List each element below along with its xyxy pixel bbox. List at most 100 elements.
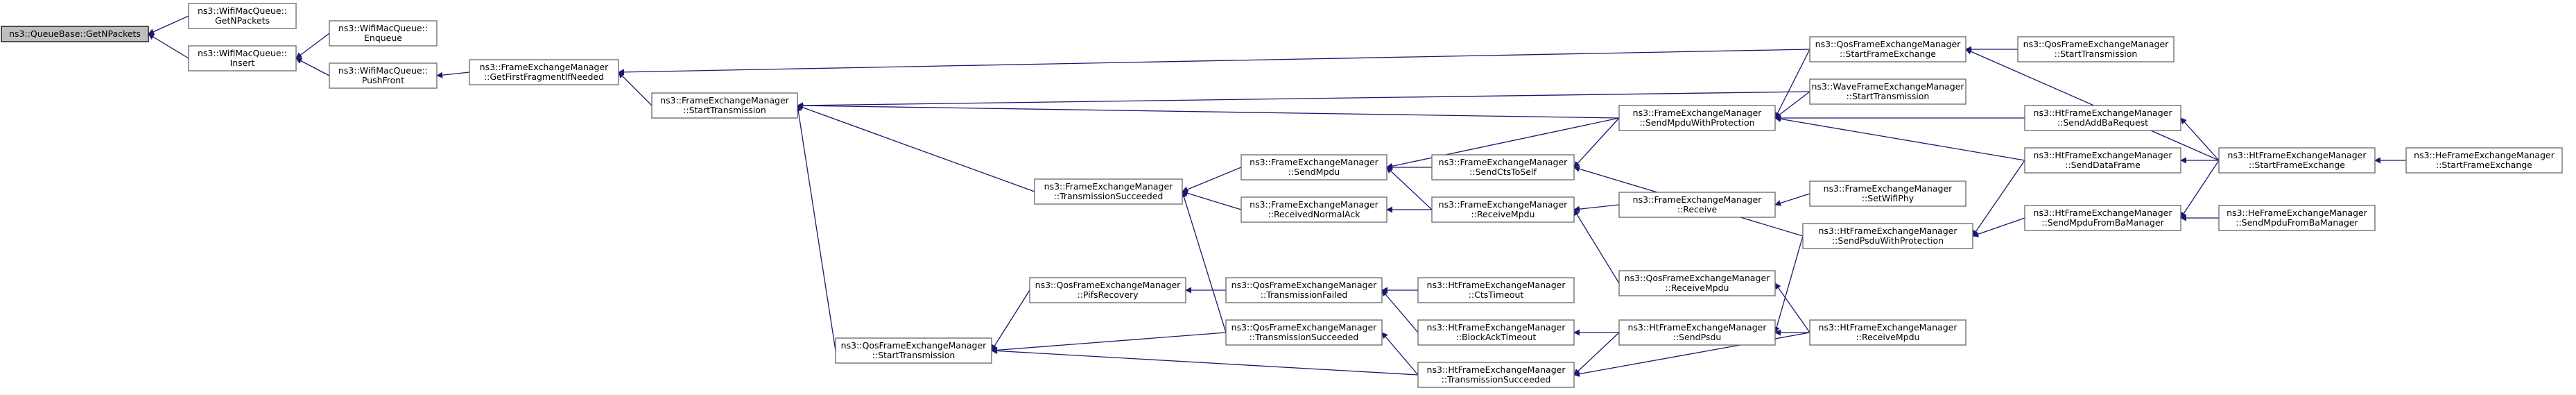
node-box [1034,178,1183,205]
function-node[interactable]: ns3::QosFrameExchangeManager::PifsRecove… [1029,277,1186,303]
node-label-line: ns3::WifiMacQueue:: [198,48,287,58]
function-node[interactable]: ns3::HeFrameExchangeManager::SendMpduFro… [2218,205,2376,231]
function-node[interactable]: ns3::WifiMacQueue::Insert [188,45,297,72]
node-label-line: ns3::QosFrameExchangeManager [1625,273,1770,283]
call-edge-arrow [797,102,1620,119]
function-node[interactable]: ns3::QosFrameExchangeManager::Transmissi… [1225,319,1383,346]
function-node[interactable]: ns3::WifiMacQueue::PushFront [329,62,438,89]
node-box [835,337,992,364]
node-label-line: ns3::QosFrameExchangeManager [1231,322,1377,333]
root-function-node[interactable]: ns3::QueueBase::GetNPackets [1,26,149,42]
node-label-line: ::SendMpduWithProtection [1639,117,1754,128]
function-node[interactable]: ns3::FrameExchangeManager::SendCtsToSelf [1431,154,1575,180]
call-edge-arrow [295,33,330,59]
function-node[interactable]: ns3::FrameExchangeManager::TransmissionS… [1034,178,1183,205]
node-label-line: ::TransmissionSucceeded [1054,191,1164,201]
node-box [1225,319,1383,346]
node-label-line: ns3::HtFrameExchangeManager [2034,108,2173,118]
node-box [2218,205,2376,231]
function-node[interactable]: ns3::FrameExchangeManager::GetFirstFragm… [469,59,619,85]
node-label-line: ::SendMpdu [1288,167,1340,177]
node-label-line: ::TransmissionSucceeded [1442,374,1551,385]
node-label-line: ns3::FrameExchangeManager [660,95,789,106]
node-label-line: Enqueue [364,33,402,43]
node-label-line: ns3::HtFrameExchangeManager [2034,150,2173,160]
node-label-line: ns3::HeFrameExchangeManager [2227,208,2368,218]
node-label-line: ns3::HtFrameExchangeManager [1628,322,1767,333]
edges-layer [148,15,2406,377]
function-node[interactable]: ns3::FrameExchangeManager::SendMpduWithP… [1618,105,1776,131]
node-label-line: ns3::HtFrameExchangeManager [2228,150,2367,160]
function-node[interactable]: ns3::FrameExchangeManager::SendMpdu [1241,154,1388,180]
function-node[interactable]: ns3::QosFrameExchangeManager::ReceiveMpd… [1618,270,1776,296]
node-label-line: ::SetWifiPhy [1862,193,1914,203]
node-box [651,92,798,119]
function-node[interactable]: ns3::HtFrameExchangeManager::BlockAckTim… [1417,319,1575,346]
node-box [1618,319,1776,346]
call-edge-arrow [1182,190,1242,210]
node-label-line: ::StartTransmission [683,105,766,115]
call-edge-arrow [1965,49,2220,161]
function-node[interactable]: ns3::WaveFrameExchangeManager::StartTran… [1809,78,1966,105]
node-label-line: ns3::FrameExchangeManager [1439,199,1568,210]
node-label-line: Insert [230,58,255,68]
call-edge-arrow [1386,117,1620,169]
node-label-line: ns3::HtFrameExchangeManager [1819,322,1958,333]
function-node[interactable]: ns3::HtFrameExchangeManager::CtsTimeout [1417,277,1575,303]
node-box [1618,270,1776,296]
call-edge-arrow [795,105,836,351]
node-label-line: ns3::FrameExchangeManager [1044,181,1173,192]
node-label-line: ns3::FrameExchangeManager [1250,157,1378,167]
node-box [329,62,438,89]
function-node[interactable]: ns3::FrameExchangeManager::ReceivedNorma… [1241,196,1388,223]
node-box [1,26,149,42]
node-label-line: ::SendMpduFromBaManager [2236,217,2358,228]
call-edge-arrow [1972,217,2025,237]
node-label-line: ::SendMpduFromBaManager [2041,217,2164,228]
node-label-line: ::SendCtsToSelf [1469,167,1537,177]
call-edge-arrow [148,33,189,59]
node-box [1417,319,1575,346]
function-node[interactable]: ns3::FrameExchangeManager::ReceiveMpdu [1431,196,1575,223]
function-node[interactable]: ns3::WifiMacQueue::Enqueue [329,20,438,47]
function-node[interactable]: ns3::QosFrameExchangeManager::StartTrans… [835,337,992,364]
node-box [1809,180,1966,207]
function-node[interactable]: ns3::FrameExchangeManager::SetWifiPhy [1809,180,1966,207]
node-label-line: ::StartTransmission [1847,91,1930,101]
node-label-line: ::StartFrameExchange [2249,160,2345,170]
node-box [188,45,297,72]
node-label-line: PushFront [362,75,404,85]
node-label-line: ns3::FrameExchangeManager [480,62,609,72]
function-node[interactable]: ns3::QosFrameExchangeManager::Transmissi… [1225,277,1383,303]
function-node[interactable]: ns3::WifiMacQueue::GetNPackets [188,3,297,29]
node-box [2024,147,2181,174]
call-edge-arrow [148,15,189,35]
function-node[interactable]: ns3::HtFrameExchangeManager::ReceiveMpdu [1809,319,1966,346]
function-node[interactable]: ns3::HtFrameExchangeManager::SendPsduWit… [1802,223,1973,249]
function-node[interactable]: ns3::HtFrameExchangeManager::StartFrameE… [2218,147,2376,174]
call-edge-arrow [1381,289,1419,333]
function-node[interactable]: ns3::HtFrameExchangeManager::SendDataFra… [2024,147,2181,174]
function-node[interactable]: ns3::HtFrameExchangeManager::SendPsdu [1618,319,1776,346]
node-box [329,20,438,47]
call-edge-arrow [1573,204,1620,212]
function-node[interactable]: ns3::QosFrameExchangeManager::StartTrans… [2017,36,2175,62]
node-label-line: ns3::FrameExchangeManager [1824,183,1953,194]
function-node[interactable]: ns3::HtFrameExchangeManager::SendAddBaRe… [2024,105,2181,131]
node-box [1802,223,1973,249]
node-box [1809,78,1966,105]
function-node[interactable]: ns3::HtFrameExchangeManager::SendMpduFro… [2024,205,2181,231]
node-label-line: ::CtsTimeout [1469,289,1524,300]
function-node[interactable]: ns3::HtFrameExchangeManager::Transmissio… [1417,362,1575,388]
function-node[interactable]: ns3::FrameExchangeManager::StartTransmis… [651,92,798,119]
node-label-line: ns3::QueueBase::GetNPackets [9,28,141,39]
node-label-line: ns3::FrameExchangeManager [1250,199,1378,210]
node-label-line: ::PifsRecovery [1077,289,1139,300]
call-edge-arrow [1774,193,1810,206]
function-node[interactable]: ns3::FrameExchangeManager::Receive [1618,192,1776,218]
node-label-line: GetNPackets [215,15,270,26]
function-node[interactable]: ns3::QosFrameExchangeManager::StartFrame… [1809,36,1966,62]
function-node[interactable]: ns3::HeFrameExchangeManager::StartFrameE… [2405,147,2563,174]
call-edge-arrow [1381,332,1419,376]
node-label-line: ns3::HtFrameExchangeManager [1427,280,1566,290]
